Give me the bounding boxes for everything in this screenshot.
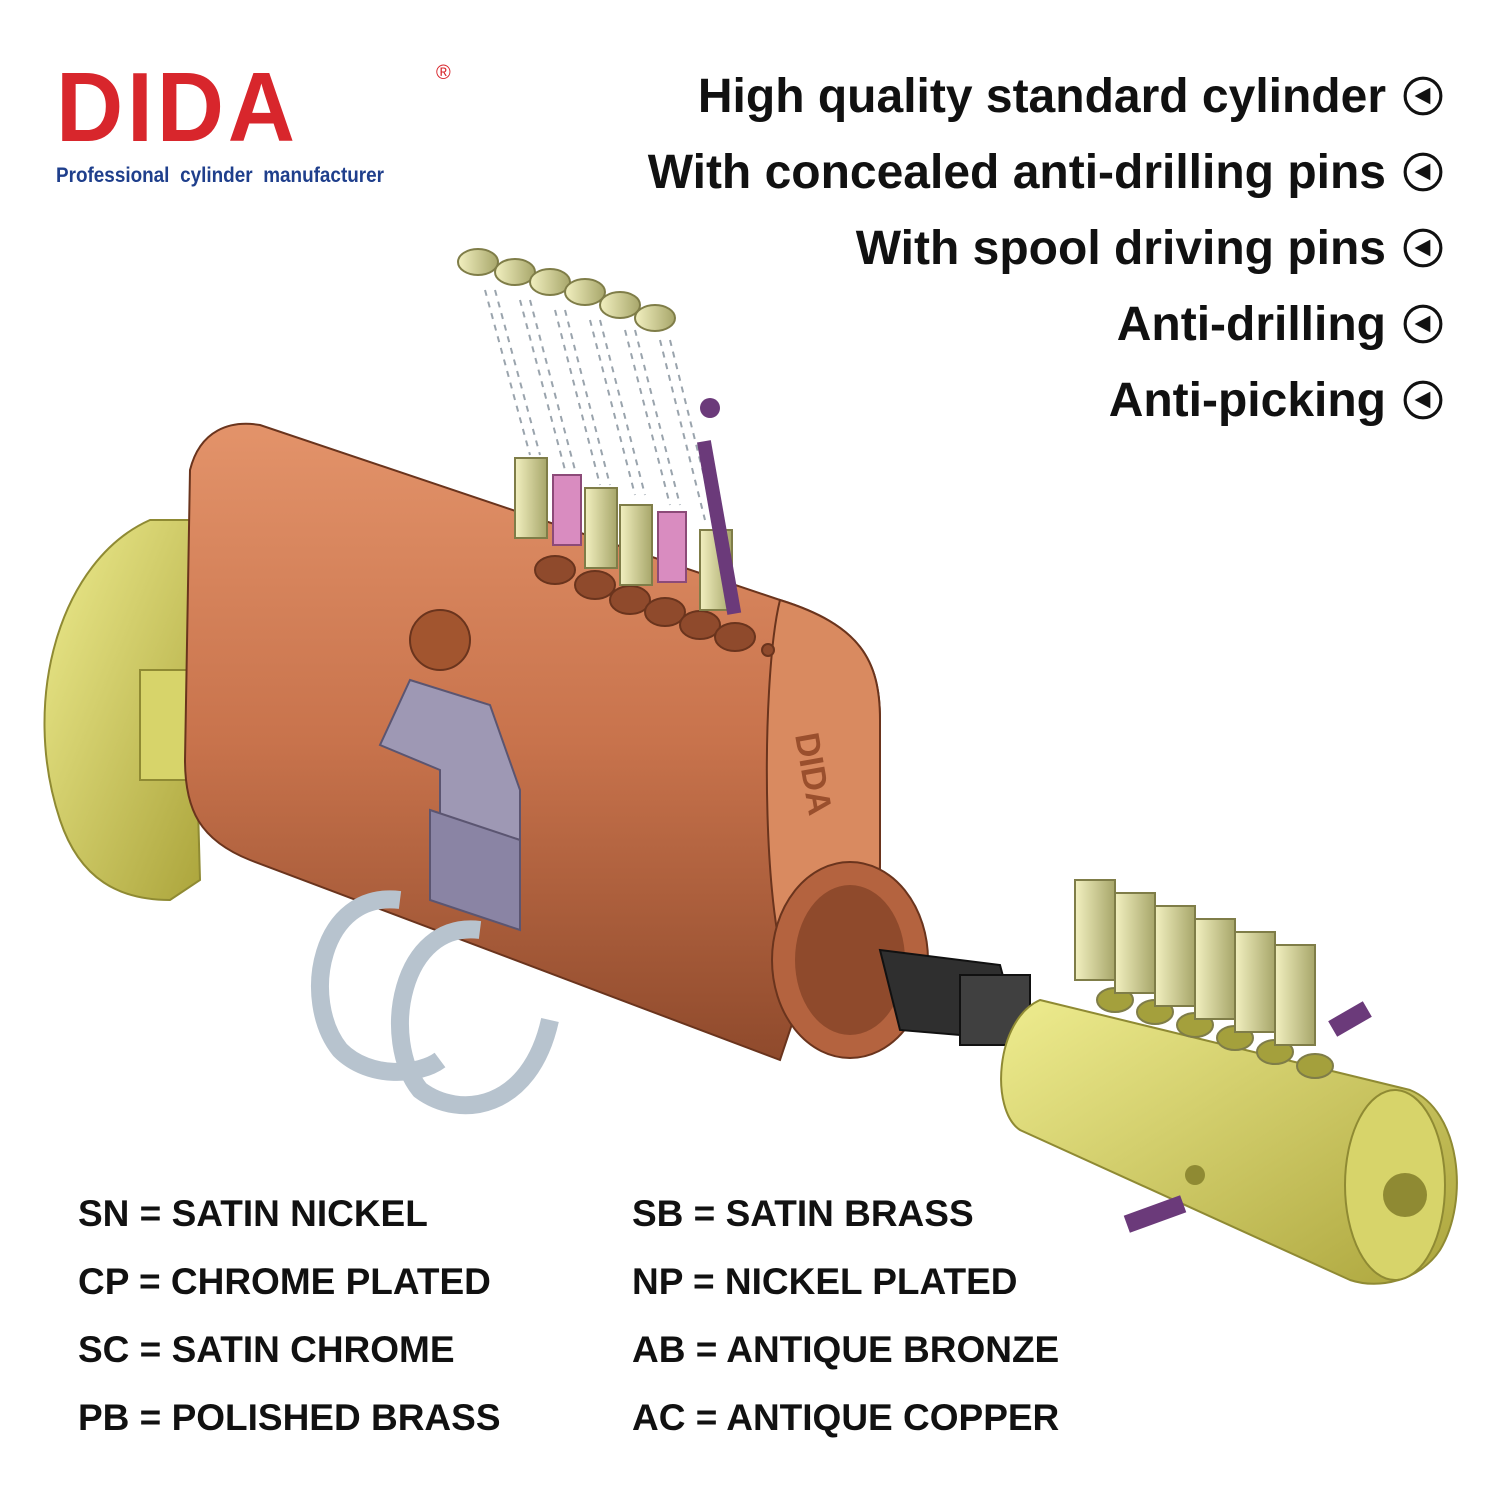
arrow-left-circle-icon — [1403, 152, 1443, 192]
feature-text: With concealed anti-drilling pins — [647, 145, 1386, 199]
cam — [378, 678, 521, 932]
legend-item: PB = POLISHED BRASS — [78, 1397, 501, 1438]
thumb-turn — [43, 519, 202, 902]
arrow-left-circle-icon — [1403, 304, 1443, 344]
feature-text: High quality standard cylinder — [697, 69, 1386, 123]
finish-legend-right: SB = SATIN BRASS NP = NICKEL PLATED AB =… — [632, 1190, 1059, 1462]
brass-plug — [1000, 879, 1458, 1285]
registered-mark: ® — [436, 62, 451, 84]
legend-item: SB = SATIN BRASS — [632, 1193, 974, 1234]
feature-item: With spool driving pins — [648, 210, 1444, 286]
legend-item: SN = SATIN NICKEL — [78, 1193, 428, 1234]
legend-item: CP = CHROME PLATED — [78, 1261, 491, 1302]
feature-text: Anti-picking — [1108, 373, 1386, 427]
legend-item: AB = ANTIQUE BRONZE — [632, 1329, 1060, 1370]
brand-name: DIDA — [56, 52, 299, 162]
brand-tagline: Professional cylinder manufacturer — [56, 164, 385, 187]
pin-holes — [534, 555, 775, 657]
arrow-left-circle-icon — [1403, 380, 1443, 420]
feature-item: Anti-drilling — [648, 286, 1444, 362]
feature-text: With spool driving pins — [855, 221, 1386, 275]
feature-text: Anti-drilling — [1116, 297, 1386, 351]
legend-item: NP = NICKEL PLATED — [632, 1261, 1018, 1302]
feature-item: With concealed anti-drilling pins — [648, 134, 1444, 210]
legend-item: SC = SATIN CHROME — [78, 1329, 455, 1370]
arrow-left-circle-icon — [1403, 76, 1443, 116]
feature-item: Anti-picking — [648, 362, 1444, 438]
finish-legend-left: SN = SATIN NICKEL CP = CHROME PLATED SC … — [78, 1190, 501, 1462]
brand-logo: DIDA ® Professional cylinder manufacture… — [56, 52, 451, 188]
arrow-left-circle-icon — [1403, 228, 1443, 268]
driver-pins-and-springs — [457, 248, 742, 615]
feature-list: High quality standard cylinder With conc… — [648, 58, 1444, 438]
legend-item: AC = ANTIQUE COPPER — [632, 1397, 1060, 1438]
tailpiece — [878, 948, 1031, 1046]
feature-item: High quality standard cylinder — [648, 58, 1444, 134]
retaining-clips — [311, 890, 559, 1115]
